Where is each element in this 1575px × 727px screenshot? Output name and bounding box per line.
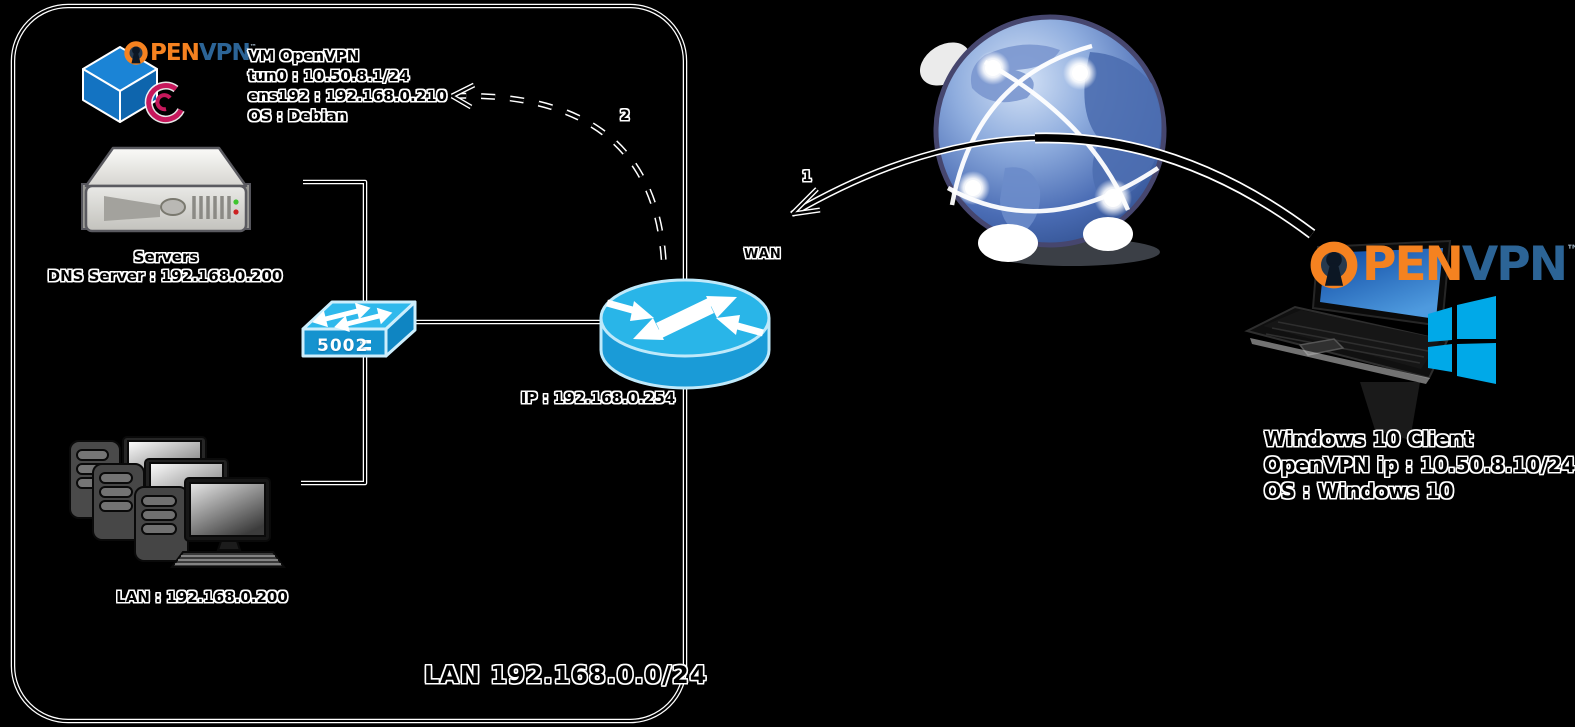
router-ip-label: IP : 192.168.0.254 (520, 389, 676, 407)
openvpn-wordmark-vpn: VPN (198, 40, 251, 66)
debian-logo-icon (144, 81, 185, 124)
flow-arrow-2 (450, 82, 667, 267)
router-arrows-glyph (606, 296, 764, 340)
client-title: Windows 10 Client (1264, 427, 1474, 451)
client-openvpn-ip: OpenVPN ip : 10.50.8.10/24 (1264, 453, 1575, 477)
laptop-icon (1244, 239, 1452, 440)
flow-step-2-label: 2 (620, 108, 630, 124)
switch-arrows-glyph (312, 302, 393, 333)
dns-server-label: DNS Server : 192.168.0.200 (47, 267, 283, 285)
lan-cluster-label: LAN : 192.168.0.200 (116, 588, 288, 606)
vm-openvpn-info: VM OpenVPN tun0 : 10.50.8.1/24 ens192 : … (248, 46, 447, 126)
vm-os: OS : Debian (248, 107, 348, 125)
openvpn-lock-icon (124, 41, 148, 65)
router-icon (599, 278, 771, 390)
vm-title: VM OpenVPN (248, 47, 360, 65)
vm-ens192: ens192 : 192.168.0.210 (248, 87, 447, 105)
servers-label: Servers (133, 248, 199, 266)
windows-logo-icon (1428, 296, 1496, 384)
switch-model-label: 5002 (317, 336, 369, 356)
trademark-symbol: ™ (249, 43, 257, 52)
flow-step-1-label: 1 (802, 169, 812, 185)
lan-cluster-icon (69, 436, 286, 568)
switch-icon (301, 300, 417, 358)
openvpn-wordmark-open: PEN (1362, 237, 1464, 292)
trademark-symbol: ™ (1566, 243, 1575, 260)
lan-network-label: LAN 192.168.0.0/24 (424, 661, 708, 689)
client-info: Windows 10 Client OpenVPN ip : 10.50.8.1… (1264, 426, 1575, 504)
openvpn-wordmark-open: PEN (150, 40, 200, 66)
flow-arrow-1 (790, 132, 1316, 239)
server-icon (81, 146, 251, 233)
internet-globe-icon (919, 14, 1167, 266)
vm-tun0: tun0 : 10.50.8.1/24 (248, 67, 410, 85)
wan-label: WAN (744, 247, 782, 262)
client-os: OS : Windows 10 (1264, 479, 1454, 503)
openvpn-lock-icon (1310, 241, 1358, 288)
openvpn-wordmark-vpn: VPN (1461, 237, 1568, 292)
